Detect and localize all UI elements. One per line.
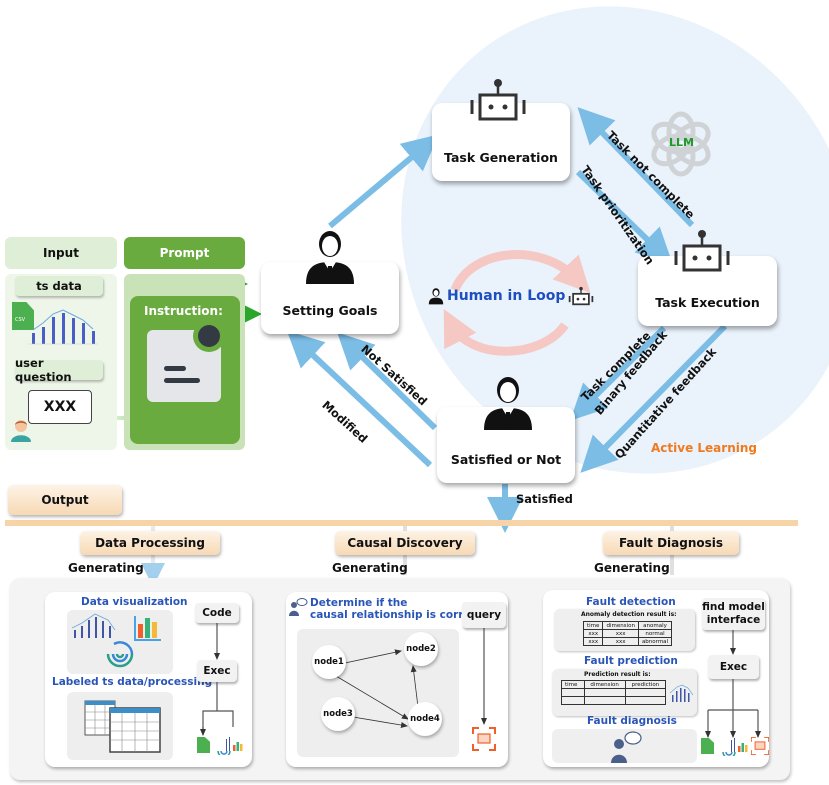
loop-arrow-top bbox=[450, 250, 591, 294]
causal-question-line1: Determine if the bbox=[310, 597, 408, 609]
status-dot-icon bbox=[198, 325, 220, 347]
generating-label: Generating bbox=[332, 561, 408, 575]
graph-node: node2 bbox=[404, 632, 438, 666]
chart-output-icon bbox=[217, 737, 243, 755]
edge-label-satisfied: Satisfied bbox=[516, 492, 573, 506]
task-generation-label: Task Generation bbox=[444, 150, 558, 165]
arrow-setting-to-generation bbox=[328, 134, 439, 229]
labeled-data-title: Labeled ts data/processing bbox=[52, 676, 213, 688]
csv-file-icon bbox=[197, 737, 210, 753]
person-icon bbox=[428, 288, 444, 305]
trend-chart-icon bbox=[669, 684, 694, 702]
arrow-task-complete bbox=[570, 325, 667, 421]
question-bubble: XXX bbox=[28, 390, 92, 424]
data-visualization-title: Data visualization bbox=[81, 596, 188, 608]
table-icon bbox=[84, 700, 161, 753]
llm-logo: LLM bbox=[645, 108, 717, 180]
edge-node1-node4 bbox=[330, 672, 409, 720]
diagnosis-box bbox=[552, 729, 697, 763]
user-question-pill: user question bbox=[15, 356, 103, 384]
human-in-loop-label: Human in Loop bbox=[447, 288, 566, 304]
fault-detection-title: Fault detection bbox=[586, 596, 676, 608]
task-execution-label: Task Execution bbox=[655, 295, 760, 310]
exec-step: Exec bbox=[197, 660, 237, 682]
human-in-loop: Human in Loop bbox=[427, 286, 595, 306]
causal-discovery-tab: Causal Discovery bbox=[335, 531, 475, 555]
data-processing-flow-arrows bbox=[200, 623, 234, 736]
detection-caption: Anomaly detection result is: bbox=[581, 611, 677, 618]
generating-label: Generating bbox=[68, 561, 144, 575]
exec-step: Exec bbox=[708, 655, 759, 679]
csv-file-icon: CSV bbox=[12, 302, 34, 330]
instruction-card: Instruction: bbox=[130, 296, 240, 444]
openai-knot-icon bbox=[651, 111, 711, 177]
instruction-label: Instruction: bbox=[144, 304, 223, 318]
task-execution-node: Task Execution bbox=[638, 256, 777, 326]
loop-arrow-bottom bbox=[443, 309, 569, 356]
arrow-modified bbox=[286, 330, 433, 468]
causal-question: Determine if the causal relationship is … bbox=[310, 597, 482, 621]
graph-node: node1 bbox=[312, 645, 346, 679]
arrow-not-satisfied bbox=[337, 332, 438, 431]
prediction-caption: Prediction result is: bbox=[584, 671, 651, 678]
arrow-task-prioritization bbox=[575, 169, 673, 265]
person-icon bbox=[306, 231, 354, 284]
arrow-task-not-complete bbox=[577, 107, 695, 228]
csv-file-icon bbox=[701, 738, 714, 754]
active-learning-label: Active Learning bbox=[651, 441, 757, 455]
graph-node: node4 bbox=[408, 702, 442, 736]
graph-node: node3 bbox=[321, 697, 355, 731]
edge-node4-node2 bbox=[410, 665, 419, 708]
doctor-speech-icon bbox=[611, 731, 642, 763]
satisfied-or-not-label: Satisfied or Not bbox=[450, 452, 562, 467]
bar-chart-icon bbox=[28, 309, 98, 345]
query-result-icon bbox=[751, 737, 769, 755]
fault-diagnosis-tab: Fault Diagnosis bbox=[603, 531, 739, 555]
fault-prediction-title: Fault prediction bbox=[584, 655, 678, 667]
llm-label: LLM bbox=[669, 136, 694, 149]
generating-label: Generating bbox=[594, 561, 670, 575]
user-speech-icon bbox=[289, 598, 308, 616]
data-processing-tab: Data Processing bbox=[80, 531, 220, 555]
code-step: Code bbox=[195, 603, 239, 623]
robot-icon bbox=[569, 286, 594, 306]
output-bar bbox=[5, 520, 798, 526]
robot-icon bbox=[470, 79, 526, 121]
ts-data-pill: ts data bbox=[15, 276, 103, 296]
find-model-step: find model interface bbox=[702, 598, 765, 630]
user-avatar-icon bbox=[11, 420, 31, 442]
query-flow bbox=[472, 628, 496, 751]
fault-flow-arrows bbox=[705, 630, 761, 738]
robot-icon bbox=[674, 230, 730, 272]
input-tab: Input bbox=[5, 237, 117, 269]
setting-goals-label: Setting Goals bbox=[282, 303, 378, 318]
output-tab: Output bbox=[8, 485, 122, 515]
visualization-icons bbox=[71, 613, 161, 668]
prompt-tab: Prompt bbox=[124, 237, 245, 269]
query-step: query bbox=[462, 602, 506, 628]
chart-output-icon bbox=[722, 738, 748, 756]
fault-diagnosis-title: Fault diagnosis bbox=[587, 715, 677, 727]
causal-question-line2: causal relationship is correct bbox=[310, 609, 482, 621]
arrow-quantitative-feedback bbox=[580, 323, 728, 473]
person-icon bbox=[484, 377, 532, 430]
